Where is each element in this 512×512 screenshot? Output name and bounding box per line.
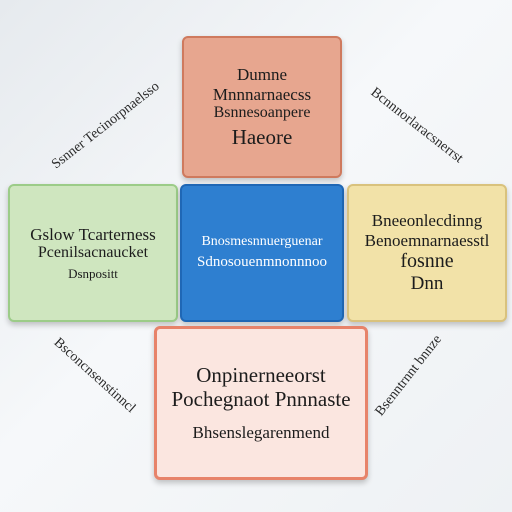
- top-box-line-1: Dumne: [236, 65, 288, 85]
- diagonal-label-bottom-right: Bsenntrnnt bnnze: [372, 332, 445, 420]
- right-box-line-1: Bneeonlecdinng: [371, 211, 483, 231]
- bottom-box-line-2: Pochegnaot Pnnnaste: [171, 387, 351, 412]
- bottom-box-line-3: Bhsenslegarenmend: [192, 423, 330, 443]
- left-box-line-3: Dsnpositt: [68, 265, 118, 281]
- right-box-line-4: Dnn: [410, 273, 444, 295]
- diagonal-label-top-right: Bcnnnorlaracsnerrst: [367, 84, 466, 167]
- left-box-line-1: Gslow Tcarterness: [30, 224, 156, 244]
- center-box-line-2: Sdnosouenmnonnnoo: [196, 254, 327, 271]
- center-box-line-1: Bnosmesnnuerguenar: [201, 234, 323, 250]
- diagonal-label-top-left: Ssnner Tecinorpnaelsso: [49, 79, 163, 173]
- center-box: Bnosmesnnuerguenar Sdnosouenmnonnnoo: [180, 184, 344, 322]
- right-box-line-2: Benoemnarnaesstl: [364, 230, 490, 250]
- top-box-line-4: Haeore: [231, 124, 293, 149]
- right-box: Bneeonlecdinng Benoemnarnaesstl fosnne D…: [347, 184, 507, 322]
- left-box: Gslow Tcarterness Pcenilsacnaucket Dsnpo…: [8, 184, 178, 322]
- top-box-line-2: Mnnnarnaecss: [212, 84, 312, 104]
- top-box-line-3: Bsnnesoanpere: [213, 104, 311, 122]
- left-box-line-2: Pcenilsacnaucket: [37, 244, 149, 262]
- top-box: Dumne Mnnnarnaecss Bsnnesoanpere Haeore: [182, 36, 342, 178]
- diagonal-label-bottom-left: Bsconcnsenstinncl: [50, 335, 139, 417]
- bottom-box-line-1: Onpinerneeorst: [196, 363, 326, 388]
- right-box-line-3: fosnne: [400, 250, 454, 273]
- bottom-box: Onpinerneeorst Pochegnaot Pnnnaste Bhsen…: [154, 326, 368, 480]
